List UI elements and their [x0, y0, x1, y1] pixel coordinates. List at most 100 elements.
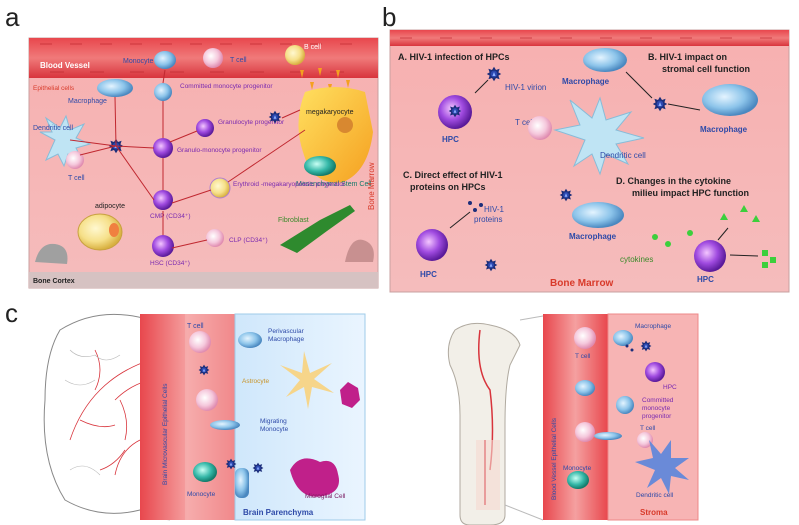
adipocyte-nucleus: [109, 223, 119, 237]
bone-monocyte-top: [575, 380, 595, 396]
label-t-cell-top: T cell: [230, 57, 247, 64]
label-bone-t-cell-vessel: T cell: [575, 353, 591, 360]
panel-b-vessel-band: [390, 30, 789, 46]
label-cytokines: cytokines: [620, 255, 653, 264]
label-adipocyte: adipocyte: [95, 203, 125, 210]
macrophage-top-cell: [583, 48, 627, 72]
bone-t-cell: [574, 327, 596, 349]
arrow-triangles-hpc: [717, 227, 729, 241]
t-cell-left: [66, 151, 84, 169]
label-bone-marrow-side: Bone Marrow: [367, 162, 376, 210]
label-dendritic-cell-b: Dendritic cell: [600, 151, 646, 160]
arrow-squares-hpc: [729, 254, 759, 257]
label-epithelial-cells: Epithelial cells: [33, 85, 75, 92]
label-mesenchymal-stem-cell: Mesenchymal Stem Cell: [296, 181, 372, 188]
granulo-monocyte-progenitor-cell: [153, 138, 173, 158]
label-macrophage-right: Macrophage: [700, 125, 748, 134]
clp-cell: [206, 229, 224, 247]
b-cell: [285, 45, 305, 65]
label-bone-monocyte: Monocyte: [563, 465, 592, 472]
label-t-cell-b: T cell: [515, 118, 534, 127]
committed-monocyte-progenitor-stroma: [616, 396, 634, 414]
granulocyte-progenitor-cell: [196, 119, 214, 137]
hsc-cell: [152, 235, 174, 257]
bone-migrating-monocyte: [594, 432, 622, 440]
monocyte-cell: [154, 51, 176, 69]
label-blood-vessel: Blood Vessel: [40, 61, 90, 70]
arrow-proteins-hpc: [449, 211, 471, 229]
infected-monocyte-transmigrating: [235, 468, 249, 498]
osteoblast-cell: [345, 239, 374, 262]
bone-hpc-cell: [645, 362, 665, 382]
label-hsc: HSC (CD34⁺): [150, 260, 190, 267]
label-migrating-monocyte: Migrating Monocyte: [260, 418, 289, 433]
arrow-virion-hpc: [474, 79, 489, 94]
bone-macrophage-cell: [613, 330, 633, 346]
cytokine-shapes: [652, 205, 776, 268]
brain-t-cell-1: [189, 331, 211, 353]
label-bone-cortex: Bone Cortex: [33, 278, 75, 285]
microglial-cell: [290, 458, 339, 497]
panel-c-letter: c: [5, 298, 18, 328]
label-hiv-proteins: HIV-1 proteins: [474, 205, 506, 224]
label-clp: CLP (CD34⁺): [229, 237, 268, 244]
label-fibroblast: Fibroblast: [278, 217, 309, 224]
adipocyte-cell: [77, 213, 123, 251]
bone-dendritic-cell: [635, 440, 689, 494]
label-granulo-monocyte-progenitor: Granulo-monocyte progenitor: [177, 147, 262, 154]
perivascular-macrophage-cell: [238, 332, 262, 348]
label-monocyte: Monocyte: [123, 58, 153, 65]
label-committed-monocyte-progenitor: Committed monocyte progenitor: [180, 83, 273, 90]
label-megakaryocyte: megakaryocyte: [306, 109, 354, 116]
macrophage-cell: [97, 79, 133, 97]
label-bone-dendritic-cell: Dendritic cell: [636, 492, 674, 499]
label-hpc-2: HPC: [420, 270, 437, 279]
label-dendritic-cell: Dendritic cell: [33, 125, 74, 132]
migrating-monocyte-cell: [210, 420, 240, 430]
bone-monocyte-cell: [567, 471, 589, 489]
femur-illustration: [447, 315, 544, 525]
label-brain-parenchyma: Brain Parenchyma: [243, 508, 314, 517]
brain-monocyte-cell: [193, 462, 217, 482]
bone-t-cell-stroma: [637, 432, 653, 448]
arrow-virion-macrophage: [667, 103, 701, 111]
erythroid-megakaryopoietic-progenitor-cell: [209, 177, 231, 199]
label-microglial-cell: Microglial Cell: [305, 493, 346, 500]
hpc-cell-2: [416, 229, 448, 261]
label-b-cell: B cell: [304, 44, 322, 51]
astrocyte-cell: [280, 351, 334, 409]
panel-a-letter: a: [5, 2, 20, 32]
microglial-small: [340, 382, 360, 408]
t-cell-top: [203, 48, 223, 68]
label-bone-macrophage: Macrophage: [635, 323, 672, 330]
label-macrophage-top: Macrophage: [562, 77, 610, 86]
section-a-title: A. HIV-1 infection of HPCs: [398, 52, 510, 62]
panel-c: c Brain Microvascular Epithelial Cells T…: [5, 298, 699, 525]
macrophage-bottom-cell: [572, 202, 624, 228]
hpc-cell-3: [694, 240, 726, 272]
label-hiv-virion: HIV-1 virion: [505, 83, 546, 92]
hiv-protein-dots-stroma: [625, 344, 634, 352]
label-committed-monocyte-progenitor-c: Committed monocyte progenitor: [642, 397, 675, 420]
t-cell-b: [528, 116, 552, 140]
label-brain-vessel-side: Brain Microvascular Epithelial Cells: [162, 383, 169, 485]
label-bone-vessel-side: Blood Vessel Epithelial Cells: [551, 417, 558, 500]
cmp-cell: [153, 190, 173, 210]
panel-b-letter: b: [382, 2, 396, 32]
section-c-title: C. Direct effect of HIV-1 proteins on HP…: [403, 170, 505, 192]
section-b-title: B. HIV-1 impact on stromal cell function: [648, 52, 750, 74]
hiv-protein-dots: [468, 201, 483, 212]
orange-release-arrows: [300, 68, 350, 92]
label-erythroid-megakaryopoietic: Erythroid -megakaryopoietic progenitor: [233, 181, 346, 188]
label-bone-t-cell-stroma: T cell: [640, 425, 656, 432]
label-hpc-1: HPC: [442, 135, 459, 144]
macrophage-right-cell: [702, 84, 758, 116]
label-hpc-3: HPC: [697, 275, 714, 284]
label-t-cell-left: T cell: [68, 175, 85, 182]
mesenchymal-stem-cell: [304, 156, 336, 176]
label-cmp: CMP (CD34⁺): [150, 213, 191, 220]
megakaryocyte-nucleus: [337, 117, 353, 133]
label-brain-t-cell: T cell: [187, 323, 204, 330]
label-astrocyte: Astrocyte: [242, 378, 269, 385]
